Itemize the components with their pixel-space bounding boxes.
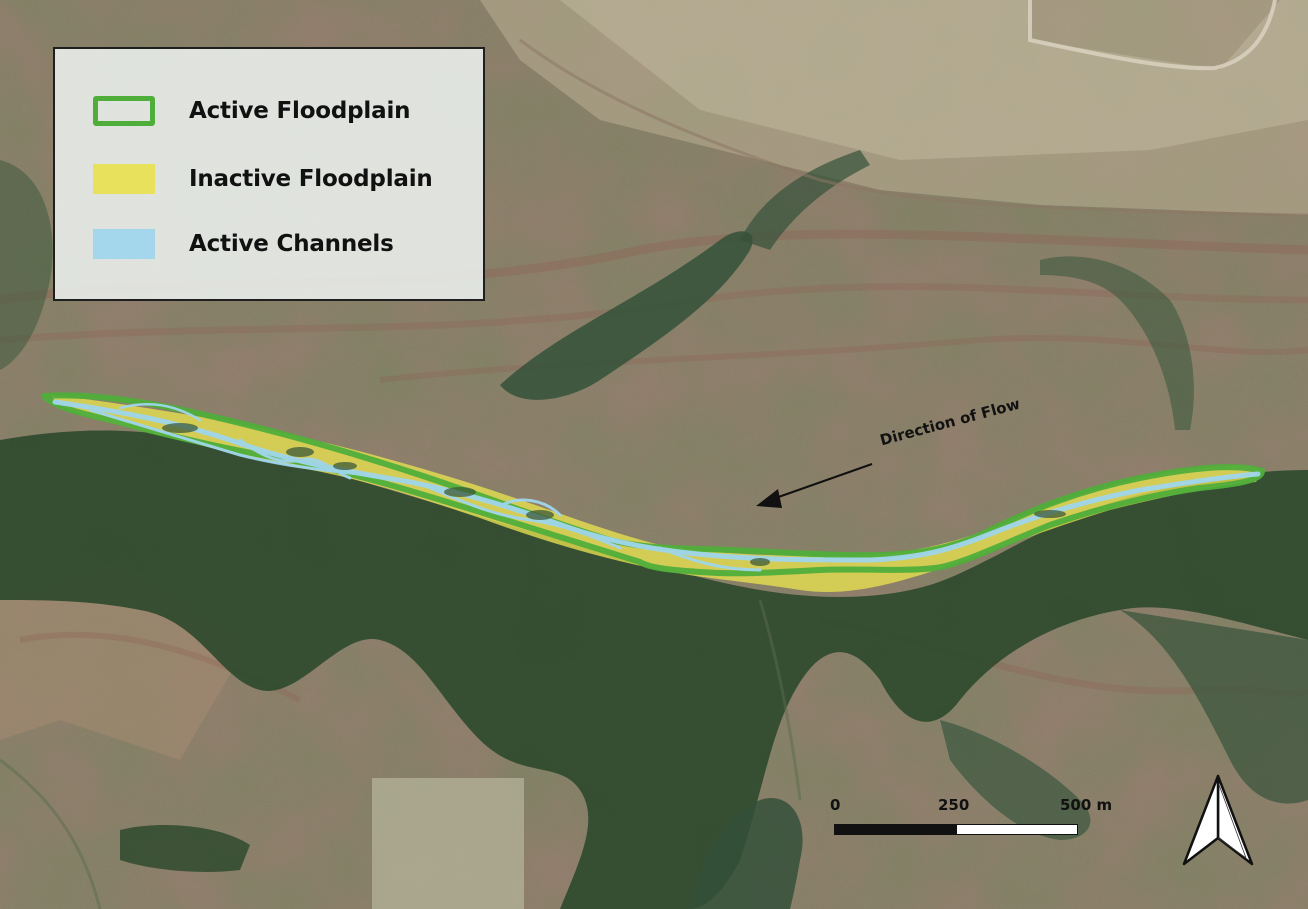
legend-item-inactive-floodplain: Inactive Floodplain <box>93 159 433 199</box>
active-floodplain-swatch <box>93 96 155 126</box>
scale-segment-black <box>834 824 956 835</box>
legend-label: Inactive Floodplain <box>189 166 433 192</box>
scale-tick-0: 0 <box>830 796 841 814</box>
scale-tick-250: 250 <box>938 796 970 814</box>
active-channels-layer <box>52 399 1261 572</box>
channel-islands <box>162 423 1066 566</box>
legend-label: Active Channels <box>189 231 394 257</box>
legend-item-active-floodplain: Active Floodplain <box>93 91 411 131</box>
legend-label: Active Floodplain <box>189 98 411 124</box>
flow-direction-arrow <box>756 463 873 508</box>
scale-bar: 0 250 500 m <box>830 796 1112 846</box>
north-arrow-icon <box>1180 772 1256 868</box>
scale-segment-white <box>956 824 1078 835</box>
legend-item-active-channels: Active Channels <box>93 224 394 264</box>
map-legend: Active Floodplain Inactive Floodplain Ac… <box>53 47 485 301</box>
active-channels-swatch <box>93 229 155 259</box>
scale-tick-500: 500 m <box>1060 796 1113 814</box>
inactive-floodplain-swatch <box>93 164 155 194</box>
